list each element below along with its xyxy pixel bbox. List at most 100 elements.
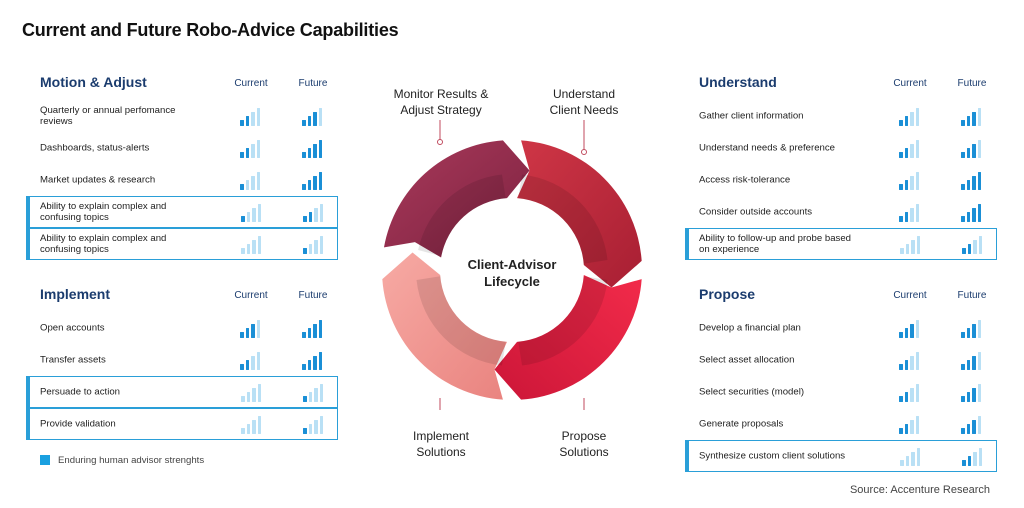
capability-label: Market updates & research xyxy=(40,174,156,186)
signal-bar xyxy=(314,208,318,222)
panel-title: Understand xyxy=(699,74,777,90)
signal-bar xyxy=(973,452,977,466)
signal-bar xyxy=(899,184,903,190)
signal-bar xyxy=(977,172,982,190)
signal-bar xyxy=(256,352,261,370)
future-signal-bars xyxy=(303,414,327,434)
signal-bar xyxy=(257,204,262,222)
capability-label: Consider outside accounts xyxy=(699,206,813,218)
column-header-current: Current xyxy=(234,78,268,89)
signal-bar xyxy=(961,184,965,190)
capability-row: Market updates & research xyxy=(26,164,338,196)
signal-bar xyxy=(308,424,313,434)
signal-bar xyxy=(241,216,245,222)
signal-bar xyxy=(972,176,976,190)
signal-bar xyxy=(961,120,965,126)
current-signal-bars xyxy=(241,414,265,434)
signal-bar xyxy=(915,140,920,158)
signal-bar xyxy=(966,392,971,402)
stage-understand-label: Understand Client Needs xyxy=(519,86,649,118)
understand-segment xyxy=(517,140,642,288)
signal-bar xyxy=(910,144,914,158)
panel-title: Motion & Adjust xyxy=(40,74,147,90)
signal-bar xyxy=(307,328,312,338)
source-note: Source: Accenture Research xyxy=(849,484,990,496)
signal-bar xyxy=(977,204,982,222)
signal-bar xyxy=(967,456,972,466)
capability-row: Gather client information xyxy=(685,100,997,132)
current-signal-bars xyxy=(240,318,264,338)
signal-bar xyxy=(308,244,313,254)
lifecycle-diagram: Client-Advisor Lifecycle xyxy=(382,120,642,410)
signal-bar xyxy=(967,244,972,254)
capability-label: Access risk-tolerance xyxy=(699,174,791,186)
signal-bar xyxy=(961,216,965,222)
current-signal-bars xyxy=(899,138,923,158)
signal-bar xyxy=(303,248,307,254)
signal-bar xyxy=(251,356,255,370)
column-header-current: Current xyxy=(893,78,927,89)
signal-bar xyxy=(899,120,903,126)
capability-label: Synthesize custom client solutions xyxy=(699,450,846,462)
future-signal-bars xyxy=(961,382,985,402)
capability-label: Open accounts xyxy=(40,322,105,334)
current-signal-bars xyxy=(900,234,924,254)
monitor-segment xyxy=(383,140,530,258)
future-signal-bars xyxy=(302,106,326,126)
signal-bar xyxy=(251,112,255,126)
signal-bar xyxy=(899,428,903,434)
signal-bar xyxy=(910,388,914,402)
signal-bar xyxy=(972,420,976,434)
signal-bar xyxy=(904,328,909,338)
signal-bar xyxy=(961,332,965,338)
signal-bar xyxy=(303,216,307,222)
signal-bar xyxy=(972,356,976,370)
capability-row: Consider outside accounts xyxy=(685,196,997,228)
signal-bar xyxy=(319,416,324,434)
signal-bar xyxy=(972,112,976,126)
signal-bar xyxy=(246,244,251,254)
signal-bar xyxy=(904,360,909,370)
signal-bar xyxy=(302,364,306,370)
signal-bar xyxy=(973,240,977,254)
signal-bar xyxy=(916,236,921,254)
signal-bar xyxy=(966,212,971,222)
signal-bar xyxy=(257,236,262,254)
capability-row: Develop a financial plan xyxy=(685,312,997,344)
signal-bar xyxy=(977,320,982,338)
center-circle xyxy=(454,212,570,328)
current-signal-bars xyxy=(900,446,924,466)
signal-bar xyxy=(915,384,920,402)
signal-bar xyxy=(256,140,261,158)
signal-bar xyxy=(313,112,317,126)
signal-bar xyxy=(966,116,971,126)
current-signal-bars xyxy=(240,350,264,370)
signal-bar xyxy=(899,216,903,222)
current-signal-bars xyxy=(899,318,923,338)
signal-bar xyxy=(318,172,323,190)
capability-row: Open accounts xyxy=(26,312,338,344)
center-label-line1: Client-Advisor xyxy=(468,257,557,272)
capability-row: Select securities (model) xyxy=(685,376,997,408)
signal-bar xyxy=(245,116,250,126)
signal-bar xyxy=(302,152,306,158)
current-signal-bars xyxy=(241,382,265,402)
future-signal-bars xyxy=(962,234,986,254)
column-header-future: Future xyxy=(957,78,987,89)
capability-label: Persuade to action xyxy=(40,386,121,398)
signal-bar xyxy=(972,144,976,158)
signal-bar xyxy=(977,108,982,126)
signal-bar xyxy=(252,208,256,222)
capability-row: Persuade to action xyxy=(26,376,338,408)
capability-row: Provide validation xyxy=(26,408,338,440)
signal-bar xyxy=(241,248,245,254)
signal-bar xyxy=(977,416,982,434)
signal-bar xyxy=(307,116,312,126)
center-label-line2: Lifecycle xyxy=(484,274,540,289)
column-header-current: Current xyxy=(234,290,268,301)
signal-bar xyxy=(962,460,966,466)
signal-bar xyxy=(251,176,255,190)
stage-monitor-label: Monitor Results & Adjust Strategy xyxy=(376,86,506,118)
